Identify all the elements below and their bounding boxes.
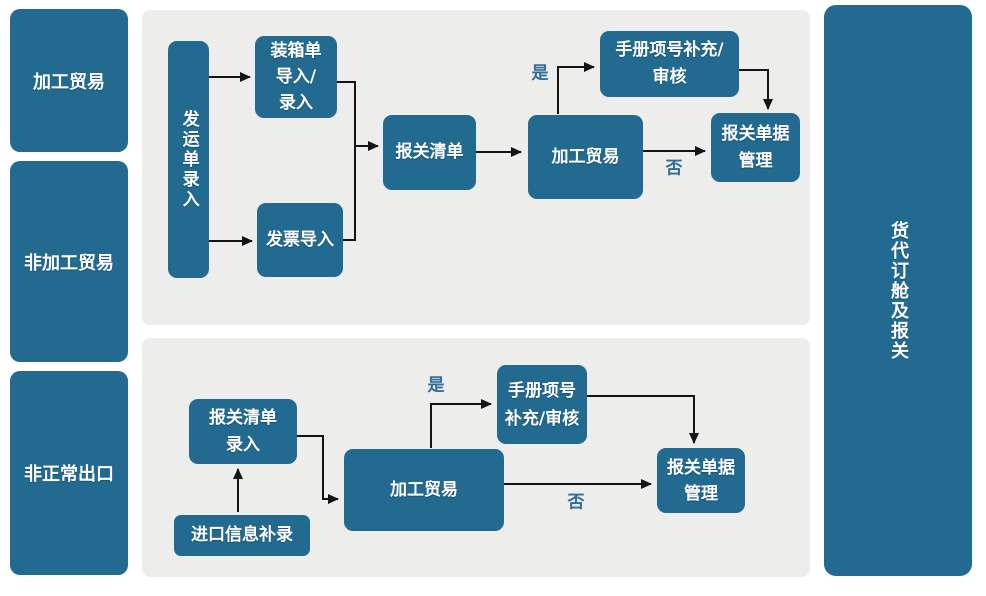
lane-non-processing-trade: 非加工贸易 bbox=[10, 161, 128, 362]
node-processing-trade-top: 加工贸易 bbox=[528, 115, 643, 199]
node-label: 加工贸易 bbox=[390, 479, 458, 500]
node-packing-list-import: 装箱单 导入/ 录入 bbox=[255, 36, 337, 118]
node-manual-item-supplement-bottom: 手册项号 补充/审核 bbox=[497, 365, 587, 444]
node-shipping-order-entry: 发运单录入 bbox=[168, 41, 209, 278]
node-invoice-import: 发票导入 bbox=[257, 203, 343, 277]
node-import-info-supplement: 进口信息补录 bbox=[174, 515, 310, 556]
lane-freight-booking-customs: 货代订舱及报关 bbox=[824, 5, 972, 576]
lane-label: 货代订舱及报关 bbox=[888, 220, 909, 361]
lane-abnormal-export: 非正常出口 bbox=[10, 371, 128, 575]
node-label: 报关单据 管理 bbox=[667, 457, 735, 504]
node-label: 报关清单 录入 bbox=[209, 407, 277, 455]
node-label: 手册项号补充/ 审核 bbox=[615, 40, 724, 87]
lane-processing-trade: 加工贸易 bbox=[10, 9, 128, 152]
node-label: 发票导入 bbox=[266, 229, 334, 250]
lane-label: 非正常出口 bbox=[24, 464, 114, 485]
branch-label-yes-bottom: 是 bbox=[427, 375, 445, 396]
node-label: 加工贸易 bbox=[551, 146, 620, 167]
node-customs-doc-mgmt-top: 报关单据 管理 bbox=[711, 113, 800, 182]
branch-label-no-bottom: 否 bbox=[567, 492, 585, 513]
node-customs-doc-mgmt-bottom: 报关单据 管理 bbox=[657, 448, 745, 513]
branch-label-yes-top: 是 bbox=[531, 63, 549, 84]
node-manual-item-supplement-top: 手册项号补充/ 审核 bbox=[600, 31, 739, 97]
branch-label-no-top: 否 bbox=[665, 158, 683, 179]
node-processing-trade-bottom: 加工贸易 bbox=[344, 449, 504, 531]
node-label: 报关清单 bbox=[395, 142, 464, 163]
node-label: 进口信息补录 bbox=[191, 525, 293, 546]
node-label: 发运单录入 bbox=[178, 109, 199, 210]
lane-label: 加工贸易 bbox=[33, 71, 105, 93]
node-label: 手册项号 补充/审核 bbox=[504, 380, 580, 429]
node-customs-list: 报关清单 bbox=[383, 115, 476, 190]
node-label: 装箱单 导入/ 录入 bbox=[270, 41, 322, 113]
lane-label: 非加工贸易 bbox=[24, 252, 114, 274]
node-customs-list-entry: 报关清单 录入 bbox=[189, 399, 297, 464]
node-label: 报关单据 管理 bbox=[721, 123, 790, 171]
